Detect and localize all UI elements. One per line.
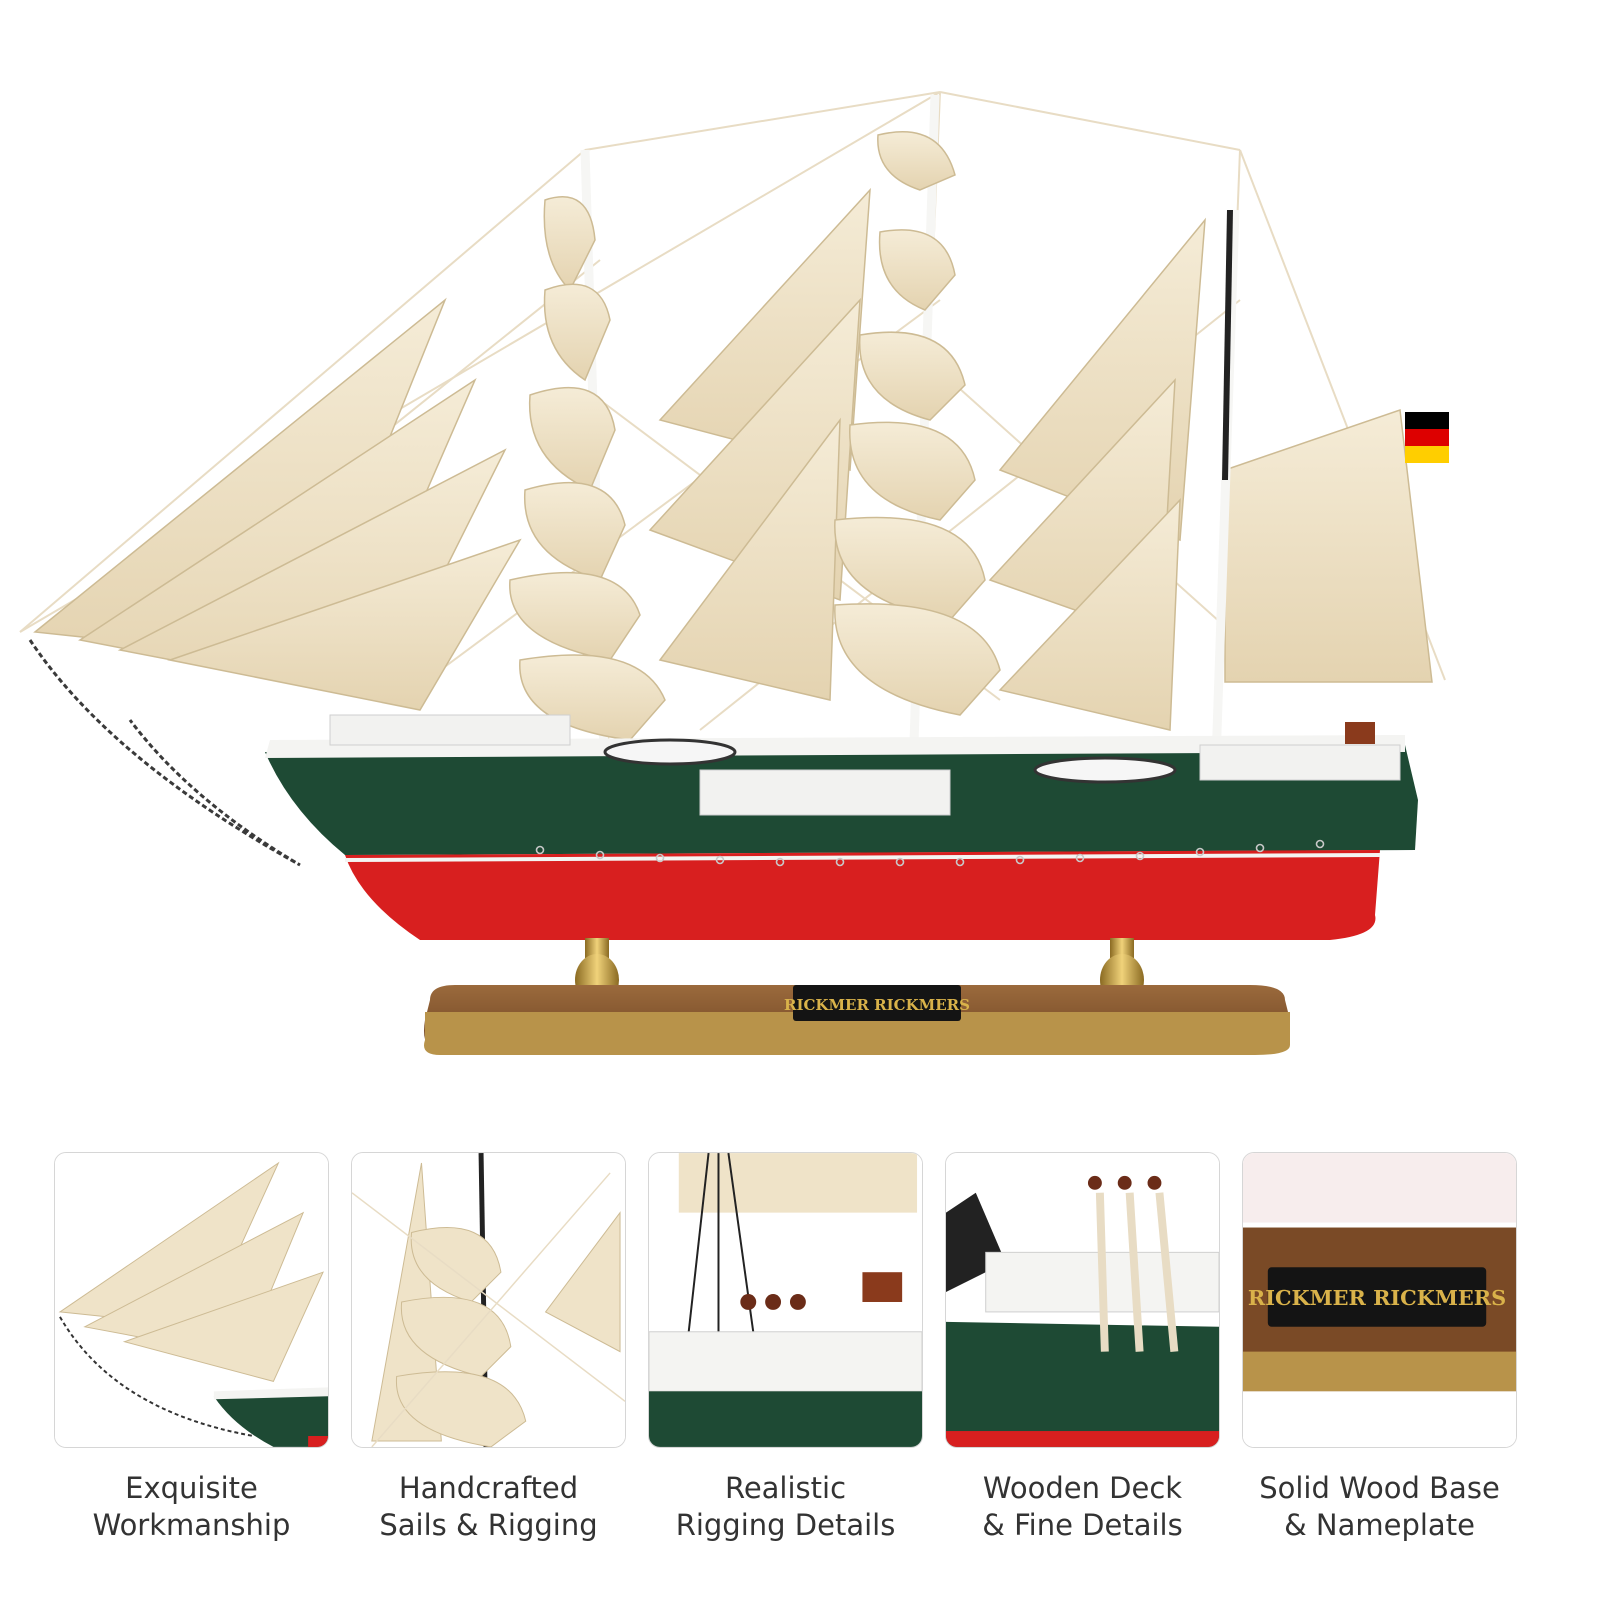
feature-caption-line2: Sails & Rigging xyxy=(379,1508,598,1542)
thumb-deck-deadeyes xyxy=(945,1152,1220,1448)
feature-card-sails: Handcrafted Sails & Rigging xyxy=(351,1152,626,1544)
nameplate: RICKMER RICKMERS xyxy=(784,985,970,1021)
main-mast-square-sails xyxy=(834,131,1001,716)
feature-caption-line2: & Fine Details xyxy=(982,1508,1183,1542)
thumb-bow-jib-sails xyxy=(54,1152,329,1448)
feature-caption-line1: Realistic xyxy=(724,1471,847,1505)
anchor-chain xyxy=(28,639,301,867)
feature-card-rigging: Realistic Rigging Details xyxy=(648,1152,923,1544)
nameplate-text: RICKMER RICKMERS xyxy=(784,996,970,1014)
feature-card-deck: Wooden Deck & Fine Details xyxy=(945,1152,1220,1544)
fore-mast-square-sails xyxy=(509,196,666,741)
thumb-stern-rigging xyxy=(648,1152,923,1448)
jib-sails xyxy=(33,297,522,711)
feature-caption-line2: Workmanship xyxy=(92,1508,291,1542)
feature-caption-line1: Exquisite xyxy=(125,1471,258,1505)
feature-caption-line1: Solid Wood Base xyxy=(1259,1471,1500,1505)
feature-gallery: Exquisite Workmanship Handcrafted Sails … xyxy=(0,1152,1600,1600)
thumb-nameplate: RICKMER RICKMERS xyxy=(1242,1152,1517,1448)
ship-model-image: RICKMER RICKMERS xyxy=(19,91,1449,1055)
portholes xyxy=(535,839,1325,867)
feature-caption-line1: Handcrafted xyxy=(398,1471,579,1505)
staysails xyxy=(648,187,1206,731)
deckhouses xyxy=(329,714,1401,816)
feature-card-workmanship: Exquisite Workmanship xyxy=(54,1152,329,1544)
feature-caption-line1: Wooden Deck xyxy=(982,1471,1183,1505)
german-flag-icon xyxy=(1405,412,1449,463)
nameplate-thumb-text: RICKMER RICKMERS xyxy=(1248,1285,1506,1310)
feature-caption-line2: Rigging Details xyxy=(675,1508,896,1542)
feature-card-base: RICKMER RICKMERS Solid Wood Base & Namep… xyxy=(1242,1152,1517,1544)
thumb-square-sails xyxy=(351,1152,626,1448)
feature-caption-line2: & Nameplate xyxy=(1284,1508,1475,1542)
spanker-sail xyxy=(1224,408,1433,683)
